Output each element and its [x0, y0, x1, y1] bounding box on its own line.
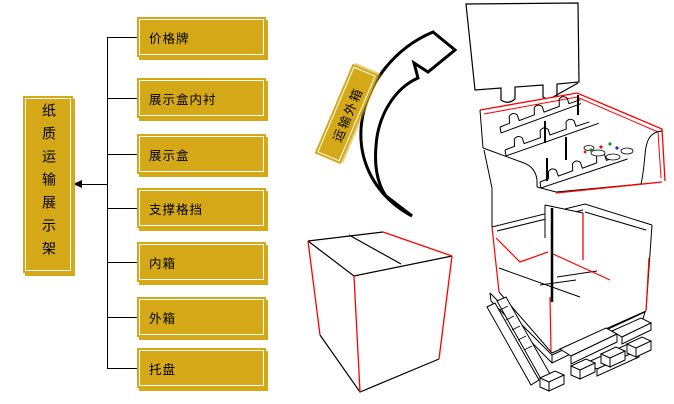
title-node: 纸质运输展示架 [23, 96, 73, 273]
tree-branch-line-4 [107, 208, 137, 209]
node-support-divider: 支撑格挡 [137, 188, 266, 228]
pallet-drawing [486, 292, 653, 392]
curved-arrow-icon [359, 30, 458, 218]
node-label: 价格牌 [149, 30, 190, 46]
tree-branch-line-1 [107, 37, 137, 38]
node-label: 托盘 [149, 361, 177, 377]
outer-carton-drawing [307, 231, 453, 393]
node-price-tag: 价格牌 [137, 17, 266, 57]
tree-branch-line-6 [107, 317, 137, 318]
display-tray-drawing [479, 92, 666, 227]
tree-branch-line-3 [107, 154, 137, 155]
node-label: 内箱 [149, 255, 177, 271]
node-label: 展示盒内衬 [149, 91, 217, 107]
node-label: 外箱 [149, 310, 177, 326]
tree-branch-line-7 [107, 368, 137, 369]
tree-branch-line-5 [107, 262, 137, 263]
node-label: 支撑格挡 [149, 201, 204, 217]
lid-drawing [465, 2, 580, 103]
inner-box-drawing [491, 203, 653, 354]
node-pallet: 托盘 [137, 348, 266, 388]
tree-branch-line-2 [107, 98, 137, 99]
tree-root-line [80, 184, 107, 185]
node-outer-box: 外箱 [137, 297, 266, 337]
node-label: 展示盒 [149, 147, 190, 163]
node-inner-box: 内箱 [137, 242, 266, 282]
node-display-box: 展示盒 [137, 134, 266, 174]
title-node-label: 纸质运输展示架 [40, 103, 56, 264]
node-display-box-liner: 展示盒内衬 [137, 78, 266, 118]
support-divider-drawing [544, 204, 584, 302]
arrowhead-left-icon [73, 180, 82, 188]
tree-trunk-line [107, 37, 108, 368]
